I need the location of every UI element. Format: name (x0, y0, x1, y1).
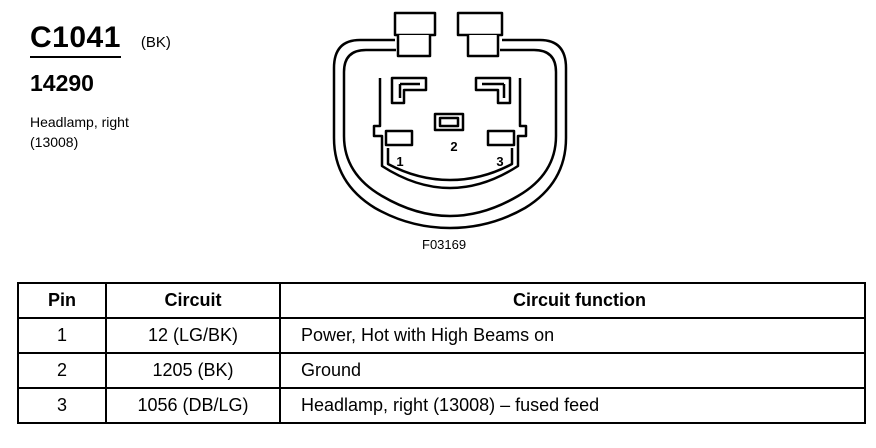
header-circuit-function: Circuit function (279, 282, 866, 319)
key-left-inner (398, 82, 420, 98)
header-pin: Pin (17, 282, 107, 319)
table-header-row: Pin Circuit Circuit function (17, 282, 866, 319)
connector-color: (BK) (140, 34, 171, 51)
cell-circuit: 1205 (BK) (105, 352, 281, 389)
key-right (474, 76, 512, 105)
locking-tab-right-base (466, 35, 500, 58)
key-left (390, 76, 428, 105)
connector-description: Headlamp, right (13008) (30, 112, 290, 152)
pin-label-1: 1 (396, 154, 403, 169)
locking-tab-left-base (396, 35, 432, 58)
table-row: 1 12 (LG/BK) Power, Hot with High Beams … (17, 317, 866, 354)
part-number: 14290 (30, 70, 94, 96)
connector-housing-inner (342, 48, 558, 218)
cell-circuit: 12 (LG/BK) (105, 317, 281, 354)
locking-tab-right (456, 11, 504, 37)
connector-header: C1041 (BK) 14290 Headlamp, right (13008) (30, 22, 290, 152)
cell-function: Headlamp, right (13008) – fused feed (279, 387, 866, 424)
cavity-floor (386, 148, 514, 182)
cell-circuit: 1056 (DB/LG) (105, 387, 281, 424)
locking-tab-left (393, 11, 437, 37)
pin-cavity-3 (486, 129, 516, 147)
connector-id: C1041 (30, 22, 121, 58)
cavity-outline (372, 78, 528, 190)
cell-pin: 1 (17, 317, 107, 354)
connector-housing-outer (332, 38, 568, 230)
table-row: 2 1205 (BK) Ground (17, 352, 866, 389)
pin-cavity-1 (384, 129, 414, 147)
pin-label-2: 2 (450, 139, 457, 154)
cell-pin: 2 (17, 352, 107, 389)
header-circuit: Circuit (105, 282, 281, 319)
cell-function: Ground (279, 352, 866, 389)
key-right-inner (482, 82, 506, 98)
connector-face-diagram: 1 2 3 (332, 11, 568, 230)
description-line-2: (13008) (30, 134, 79, 150)
figure-code: F03169 (422, 237, 467, 252)
cell-pin: 3 (17, 387, 107, 424)
pinout-table: Pin Circuit Circuit function 1 12 (LG/BK… (17, 282, 866, 424)
pin-label-3: 3 (496, 154, 503, 169)
connector-id-row: C1041 (BK) (30, 22, 290, 58)
pin-cavity-2-inner (438, 116, 460, 128)
description-line-1: Headlamp, right (30, 114, 129, 130)
table-row: 3 1056 (DB/LG) Headlamp, right (13008) –… (17, 387, 866, 424)
cell-function: Power, Hot with High Beams on (279, 317, 866, 354)
